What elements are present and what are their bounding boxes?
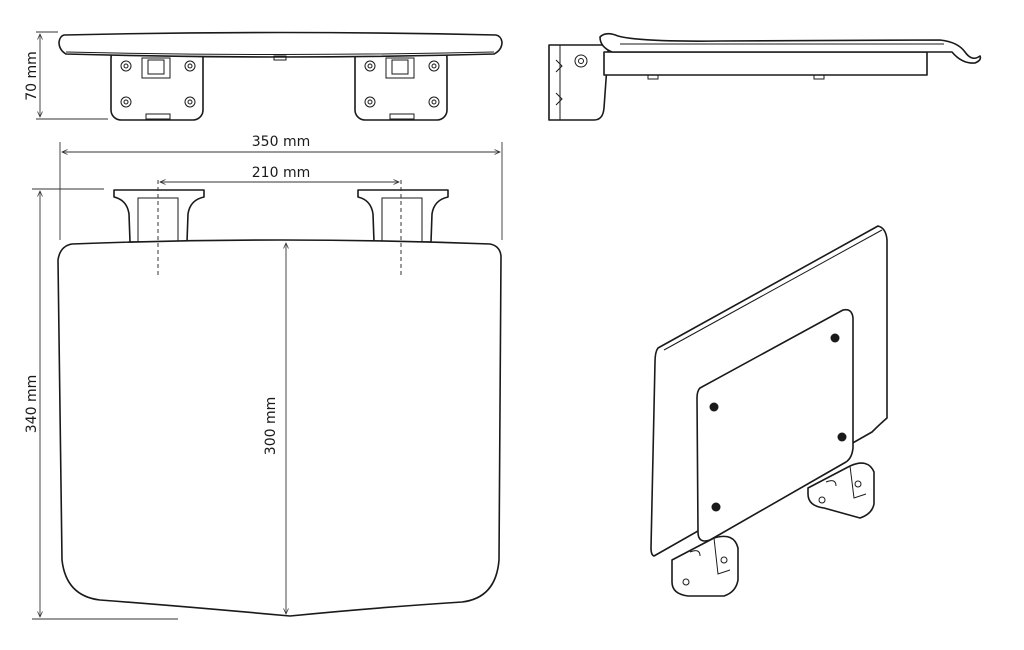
isometric-hinge-right [807, 462, 875, 519]
front-view-bracket-left [110, 47, 204, 121]
isometric-hinge-left [671, 535, 739, 597]
top-view-seat-outline [57, 239, 502, 617]
side-view-arm [603, 51, 928, 76]
dimension-350mm: 350 mm [59, 134, 503, 240]
dimension-340mm: 340 mm [24, 188, 178, 620]
dimension-label-70mm: 70 mm [24, 51, 40, 101]
front-view-bracket-right [354, 47, 448, 121]
side-view [548, 32, 982, 121]
bolt-hole [711, 502, 721, 512]
dimension-label-340mm: 340 mm [24, 375, 40, 433]
isometric-back-plate [696, 308, 854, 542]
bolt-hole [709, 402, 719, 412]
front-view [58, 31, 503, 121]
bolt-hole [830, 333, 840, 343]
top-view [57, 180, 502, 617]
side-view-wall-plate [548, 44, 609, 121]
dimension-70mm: 70 mm [24, 31, 108, 120]
bolt-hole [837, 432, 847, 442]
front-view-seat-edge [58, 31, 503, 58]
dimension-300mm: 300 mm [263, 243, 286, 614]
isometric-view [650, 225, 888, 597]
dimension-label-210mm: 210 mm [252, 165, 310, 181]
dimension-210mm: 210 mm [160, 165, 399, 182]
dimension-label-300mm: 300 mm [263, 397, 279, 455]
side-view-seat-profile [599, 32, 982, 64]
dimension-label-350mm: 350 mm [252, 134, 310, 150]
